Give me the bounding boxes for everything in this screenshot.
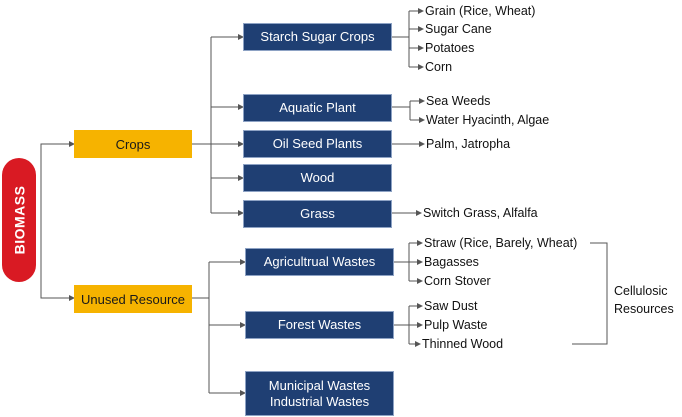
agricultural-wastes-node: Agricultrual Wastes (245, 248, 394, 276)
wood-label: Wood (300, 170, 335, 185)
example-sugar-cane: Sugar Cane (425, 22, 492, 36)
biomass-root-node: BIOMASS (2, 158, 36, 282)
municipal-wastes-label: Municipal Wastes (268, 377, 371, 393)
biomass-root-label: BIOMASS (11, 185, 27, 255)
starch-sugar-crops-label: Starch Sugar Crops (260, 29, 375, 44)
forest-wastes-node: Forest Wastes (245, 311, 394, 339)
forest-wastes-label: Forest Wastes (277, 317, 362, 332)
oil-seed-plants-label: Oil Seed Plants (272, 136, 363, 151)
example-straw: Straw (Rice, Barely, Wheat) (424, 236, 578, 250)
example-grain: Grain (Rice, Wheat) (425, 4, 536, 18)
root-to-unused-line (40, 215, 75, 301)
example-switch-grass: Switch Grass, Alfalfa (423, 206, 538, 220)
example-bagasses: Bagasses (424, 255, 479, 269)
example-water-hyacinth: Water Hyacinth, Algae (426, 113, 550, 127)
crops-label: Crops (115, 136, 151, 152)
cellulosic-bracket (572, 242, 608, 345)
agricultural-wastes-label: Agricultrual Wastes (263, 254, 376, 269)
root-to-crops-line (40, 141, 75, 215)
municipal-industrial-wastes-node: Municipal Wastes Industrial Wastes (245, 371, 394, 416)
starch-sugar-crops-node: Starch Sugar Crops (243, 23, 392, 51)
example-corn: Corn (425, 60, 453, 74)
example-pulp-waste: Pulp Waste (424, 318, 488, 332)
aquatic-plant-node: Aquatic Plant (243, 94, 392, 122)
crops-node: Crops (74, 130, 192, 158)
example-corn-stover: Corn Stover (424, 274, 491, 288)
unused-resource-label: Unused Resource (80, 291, 186, 307)
grass-label: Grass (300, 206, 335, 221)
unused-resource-node: Unused Resource (74, 285, 192, 313)
aquatic-plant-label: Aquatic Plant (279, 100, 356, 115)
example-saw-dust: Saw Dust (424, 299, 478, 313)
oil-seed-plants-node: Oil Seed Plants (243, 130, 392, 158)
industrial-wastes-label: Industrial Wastes (269, 393, 370, 409)
grass-node: Grass (243, 200, 392, 228)
cellulosic-resources-label: Cellulosic Resources (614, 284, 674, 316)
example-potatoes: Potatoes (425, 41, 475, 55)
wood-node: Wood (243, 164, 392, 192)
example-sea-weeds: Sea Weeds (426, 94, 491, 108)
example-palm: Palm, Jatropha (426, 137, 511, 151)
example-thinned-wood: Thinned Wood (422, 337, 504, 351)
